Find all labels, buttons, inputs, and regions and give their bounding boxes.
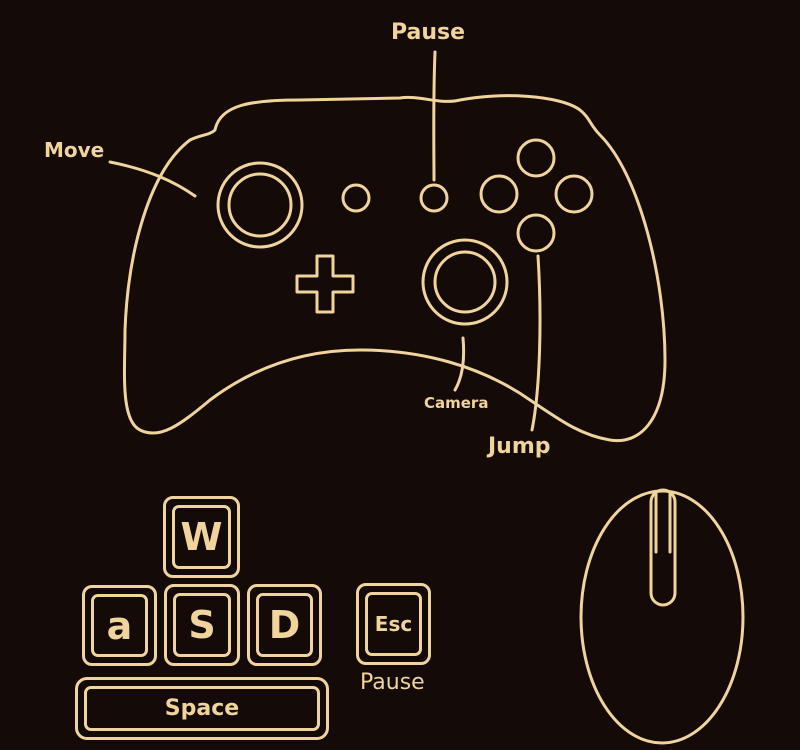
camera-pointer <box>453 336 466 392</box>
left-stick[interactable] <box>216 161 304 249</box>
jump-label: Jump <box>488 434 551 459</box>
key-w: W <box>163 496 240 578</box>
esc-pause-label: Pause <box>360 670 425 695</box>
face-button-left[interactable] <box>479 174 519 214</box>
move-pointer <box>108 160 197 198</box>
dpad[interactable] <box>295 254 355 314</box>
view-button[interactable] <box>341 183 371 213</box>
face-button-right[interactable] <box>554 174 594 214</box>
camera-label: Camera <box>424 394 489 412</box>
face-button-top[interactable] <box>516 138 556 178</box>
controller-outline <box>122 94 667 443</box>
key-space: Space <box>75 677 329 740</box>
key-esc: Esc <box>356 583 431 665</box>
mouse-icon <box>579 488 745 745</box>
key-a: a <box>82 585 157 666</box>
pause-pointer <box>432 50 437 182</box>
key-d: D <box>247 584 322 666</box>
key-s: S <box>164 584 240 666</box>
move-label: Move <box>44 138 105 162</box>
jump-pointer <box>530 254 542 432</box>
face-button-jump[interactable] <box>516 213 556 253</box>
right-stick[interactable] <box>421 238 509 326</box>
pause-button[interactable] <box>419 183 449 213</box>
pause-label: Pause <box>391 20 466 45</box>
